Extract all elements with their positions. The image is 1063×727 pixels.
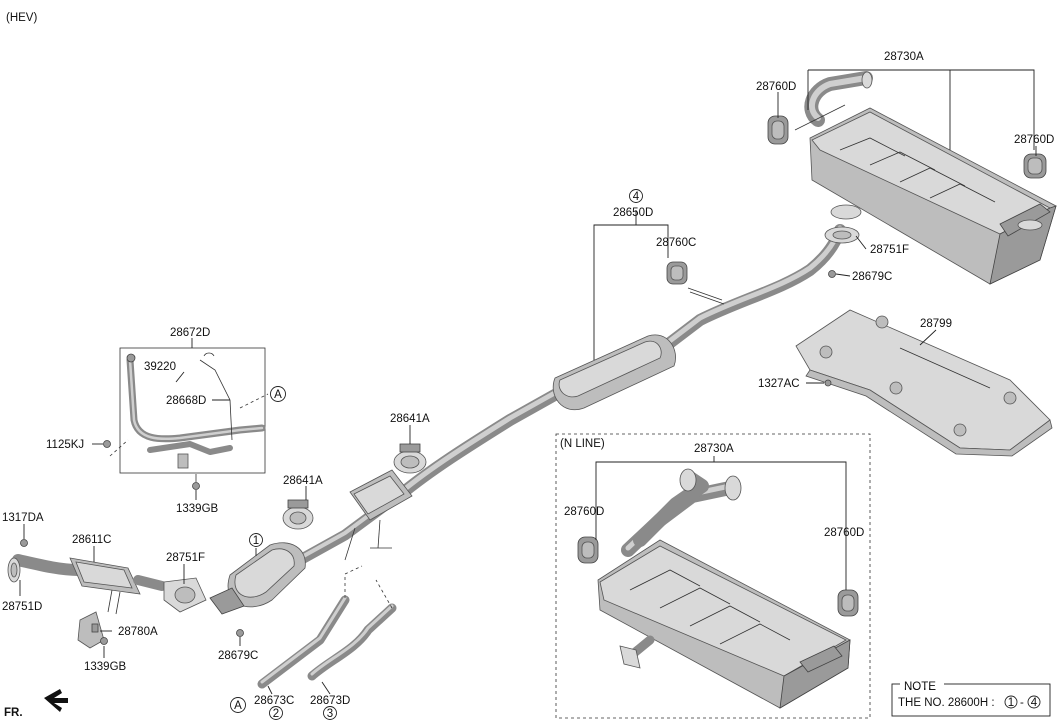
label-28730A-top: 28730A [884, 51, 924, 63]
clamp-28641A-lower[interactable] [282, 499, 314, 530]
rear-muffler-28730A[interactable] [794, 71, 1057, 285]
bolt-1339GB-top[interactable] [192, 482, 200, 490]
label-28641A-upper: 28641A [390, 413, 430, 425]
marker-A-top-circle [270, 386, 286, 402]
label-28730A-n-line: 28730A [694, 443, 734, 455]
label-28650D: 28650D [613, 207, 653, 219]
marker-A-top: A [274, 389, 282, 401]
front-pipe-joint[interactable] [294, 469, 413, 566]
marker-A-low-circle [230, 697, 246, 713]
n-line-title: (N LINE) [560, 438, 605, 450]
variant-label: (HEV) [6, 12, 37, 24]
note-box: NOTE THE NO. 28600H : 1 - 4 [891, 681, 1051, 717]
clamp-28641A-upper[interactable] [393, 443, 427, 474]
bolt-1339GB-front[interactable] [100, 637, 108, 645]
marker-2: 2 [273, 708, 279, 720]
sensor-pipe-28668D[interactable] [126, 352, 266, 469]
gasket-28751F-rear[interactable] [824, 204, 862, 244]
marker-A-low: A [234, 700, 242, 712]
marker-3-circle [323, 706, 337, 720]
label-28611C: 28611C [72, 534, 111, 546]
pipe-28673C[interactable] [257, 595, 350, 689]
label-28760C: 28760C [656, 237, 696, 249]
note-text: THE NO. 28600H : [898, 697, 995, 709]
label-28641A-lower: 28641A [283, 475, 323, 487]
bracket-28780A[interactable] [77, 611, 105, 649]
marker-1: 1 [253, 535, 259, 547]
front-pipe-28611C[interactable] [12, 554, 167, 615]
label-39220: 39220 [144, 361, 176, 373]
gasket-28751F-front[interactable] [163, 577, 207, 613]
note-range-end: 4 [1031, 697, 1038, 709]
note-range-sep: - [1020, 697, 1024, 709]
marker-4-circle [629, 189, 643, 203]
gasket-28751D[interactable] [7, 557, 21, 583]
note-title-gap [900, 680, 944, 688]
hanger-28760D-right[interactable] [1023, 153, 1047, 179]
bolt-1125KJ[interactable] [103, 440, 111, 448]
label-28673C: 28673C [254, 695, 294, 707]
label-28679C-front: 28679C [218, 650, 258, 662]
inset-box-28672D [119, 347, 266, 474]
marker-4: 4 [633, 191, 640, 203]
marker-2-circle [269, 706, 283, 720]
hanger-28760D-left[interactable] [767, 115, 789, 145]
center-pipe-28650D[interactable] [394, 224, 846, 501]
label-28679C-top: 28679C [852, 271, 892, 283]
label-28673D: 28673D [310, 695, 350, 707]
label-28780A: 28780A [118, 626, 158, 638]
hanger-28760C[interactable] [666, 261, 688, 285]
label-1339GB-front: 1339GB [84, 661, 127, 673]
bolt-1317DA[interactable] [20, 539, 28, 547]
nut-28679C-rear[interactable] [828, 270, 836, 278]
catalytic-converter-1[interactable] [209, 542, 306, 615]
label-28760D-top-right: 28760D [1014, 134, 1054, 146]
label-1339GB-top: 1339GB [176, 503, 219, 515]
label-28760D-n-line-left: 28760D [564, 506, 604, 518]
label-28760D-n-line-right: 28760D [824, 527, 864, 539]
label-1317DA: 1317DA [2, 512, 44, 524]
label-28751F-front: 28751F [166, 552, 205, 564]
nut-1327AC[interactable] [824, 379, 832, 387]
pipe-28673D[interactable] [307, 603, 397, 681]
note-range-end-circle [1027, 695, 1041, 709]
note-range-start-circle [1004, 695, 1018, 709]
label-28672D: 28672D [170, 327, 210, 339]
n-line-box [555, 433, 871, 719]
n-line-hanger-28760D-left[interactable] [577, 536, 599, 564]
note-title-overlay: NOTE [904, 681, 936, 693]
label-1327AC: 1327AC [758, 378, 800, 390]
label-28760D-top-left: 28760D [756, 81, 796, 93]
note-range-start: 1 [1008, 697, 1014, 709]
label-28751D: 28751D [2, 601, 42, 613]
nut-28679C-front[interactable] [236, 629, 244, 637]
label-28799: 28799 [920, 318, 952, 330]
label-28751F-top: 28751F [870, 244, 909, 256]
n-line-hanger-28760D-right[interactable] [837, 589, 859, 617]
marker-1-circle [249, 533, 263, 547]
n-line-muffler-28730A[interactable] [597, 468, 851, 709]
front-direction-label: FR. [4, 707, 23, 719]
label-1125KJ: 1125KJ [46, 439, 84, 451]
marker-3: 3 [327, 708, 333, 720]
heat-shield-28799[interactable] [795, 309, 1053, 457]
label-28668D: 28668D [166, 395, 206, 407]
front-arrow-icon [44, 689, 68, 712]
